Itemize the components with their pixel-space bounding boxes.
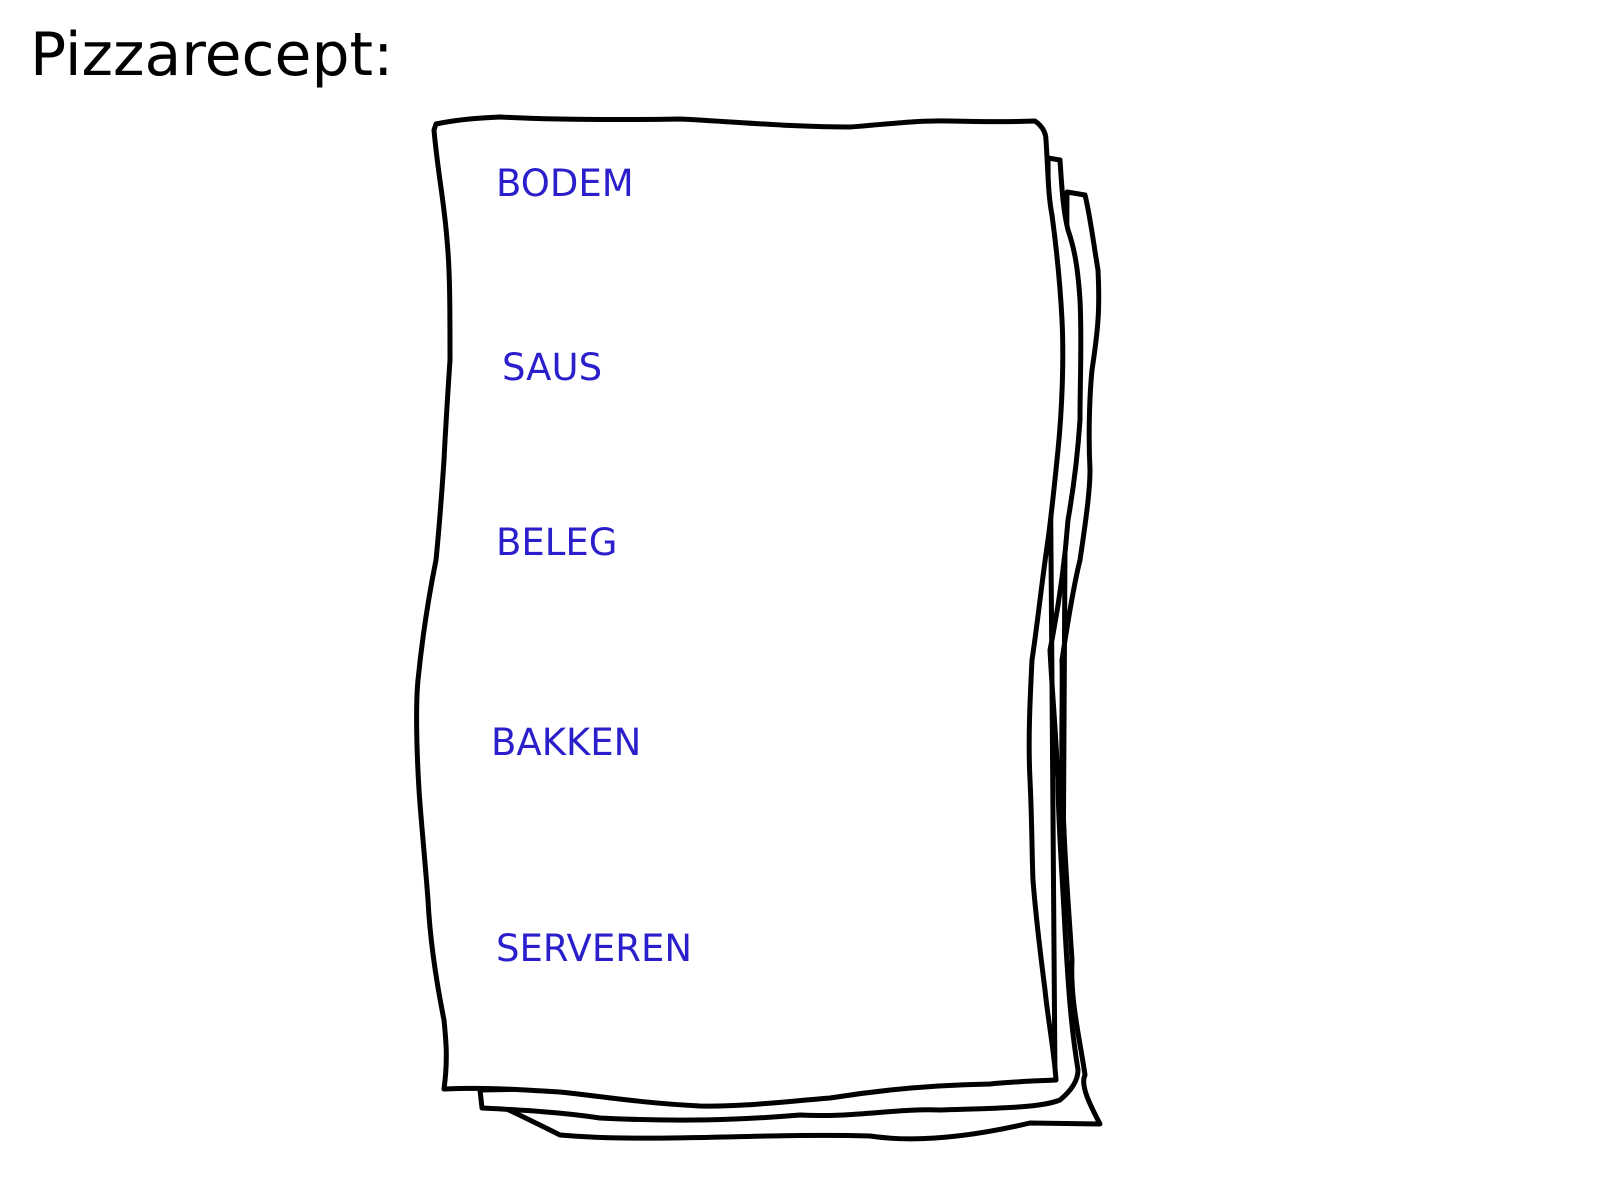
recipe-step-bodem: BODEM [496,162,634,205]
paper-sheet-back [495,189,1103,1142]
recipe-step-serveren: SERVEREN [496,927,693,970]
page-title: Pizzarecept: [30,20,394,90]
recipe-step-saus: SAUS [502,346,603,389]
paper-sheet-front [414,114,1066,1109]
paper-sheet-middle [477,155,1084,1123]
recipe-step-bakken: BAKKEN [491,721,642,764]
recipe-step-beleg: BELEG [496,521,618,564]
